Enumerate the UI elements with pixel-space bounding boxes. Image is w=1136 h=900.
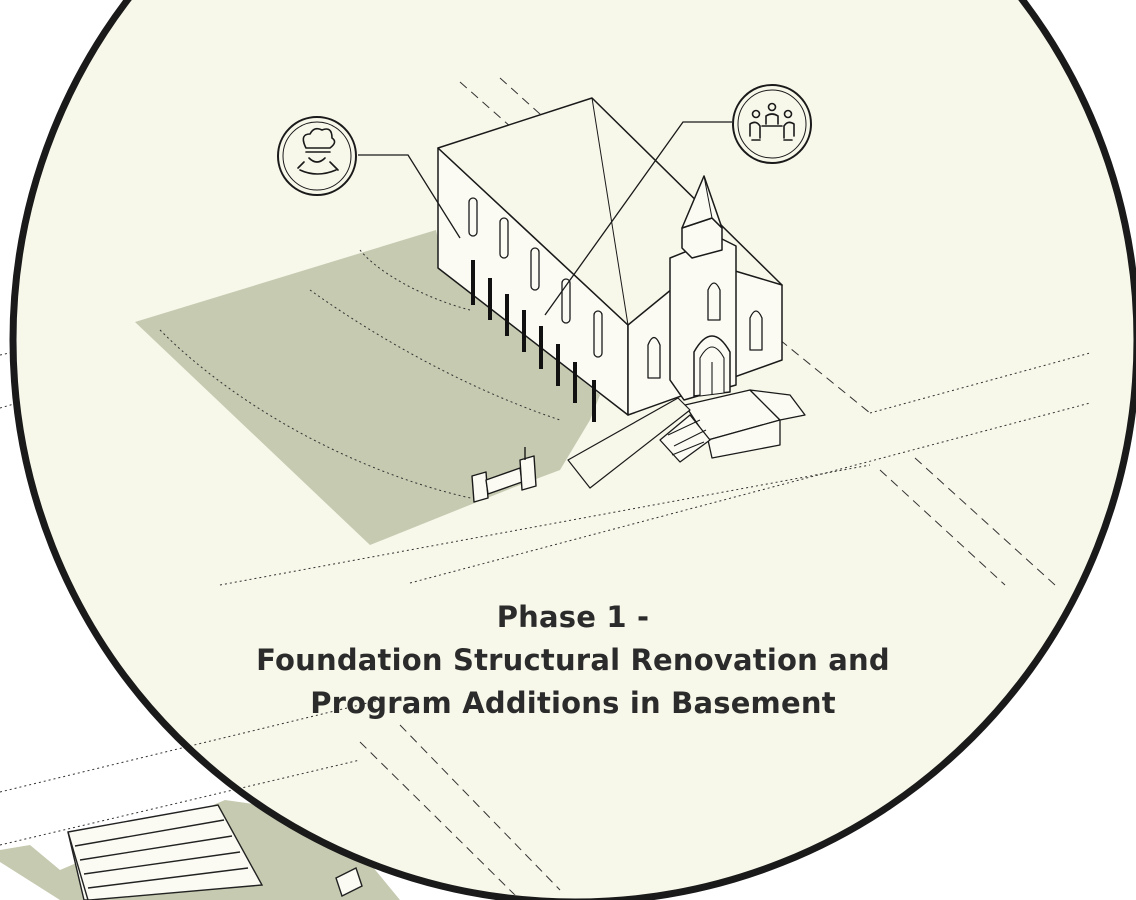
tower-spire	[681, 175, 723, 229]
chef-kitchen-icon	[277, 116, 357, 196]
entrance-steps	[659, 389, 806, 463]
walkway	[567, 397, 691, 489]
church	[437, 97, 806, 503]
phase-caption: Phase 1 - Foundation Structural Renovati…	[200, 596, 946, 725]
front-windows	[647, 282, 763, 379]
phase-circle	[9, 0, 1136, 900]
callout-leaders	[358, 121, 732, 316]
caption-line-2: Foundation Structural Renovation and	[256, 643, 890, 677]
lower-building	[67, 804, 363, 900]
foundation-piles	[471, 260, 596, 422]
caption-line-1: Phase 1 -	[496, 600, 650, 634]
side-windows	[468, 197, 603, 358]
lawn	[135, 230, 600, 545]
meeting-table-icon	[732, 84, 812, 164]
gate	[471, 447, 537, 503]
church-door	[693, 335, 731, 397]
caption-line-3: Program Additions in Basement	[310, 686, 836, 720]
